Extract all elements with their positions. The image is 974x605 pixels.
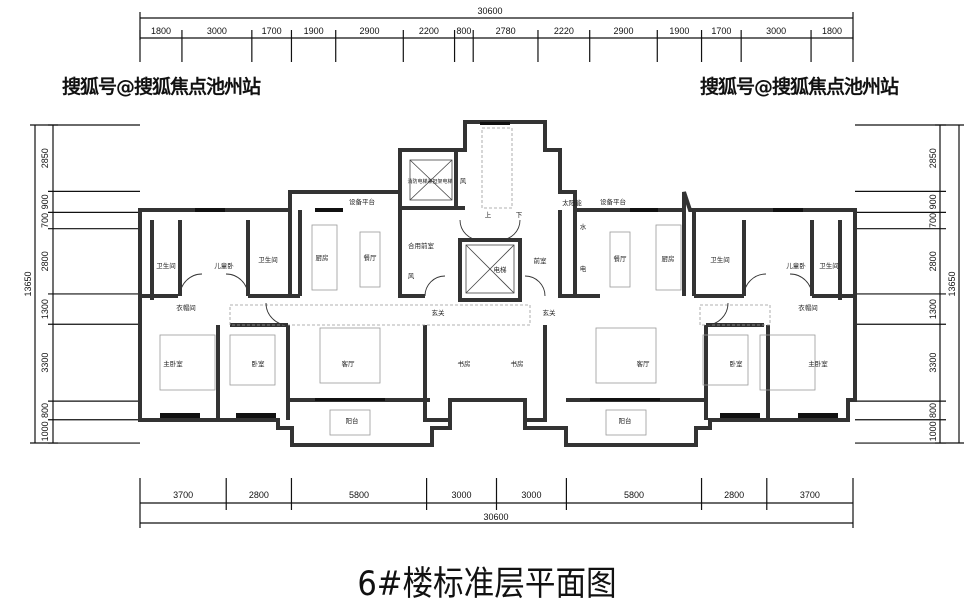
label-kitchen: 厨房 [662,254,675,263]
dimension-label: 3300 [40,353,50,373]
label-kids-room: 儿童卧 [786,261,806,270]
label-equipment-platform: 设备平台 [600,197,626,206]
label-living-room: 客厅 [637,359,651,368]
label-foyer: 玄关 [432,308,446,317]
dimension-label: 2850 [928,148,938,168]
label-air-shaft: 风 [460,177,467,185]
label-elevator: 电梯 [494,265,508,274]
dimension-label: 1300 [928,299,938,319]
dimension-label: 5800 [349,490,369,500]
dimension-label: 2780 [496,26,516,36]
windows [160,122,838,418]
dimension-label: 2220 [554,26,574,36]
label-stair-down: 下 [516,211,523,219]
dimension-label: 2800 [724,490,744,500]
room-labels-right: 设备平台 餐厅 厨房 卫生间 儿童卧 卫生间 衣帽间 客厅 卧室 主卧室 阳台 … [511,197,839,425]
dimension-label: 800 [928,403,938,418]
dimension-label: 2900 [613,26,633,36]
dimension-label: 2800 [928,251,938,271]
label-stair-up: 上 [485,210,492,219]
dimension-label: 3000 [452,490,472,500]
dimension-label: 1700 [711,26,731,36]
dimension-label: 800 [456,26,471,36]
label-foyer: 玄关 [543,308,557,317]
label-shared-lobby: 合用前室 [408,241,435,250]
drawing-title: 6#楼标准层平面图 [357,564,617,604]
label-dining: 餐厅 [614,254,628,263]
label-study: 书房 [511,359,524,368]
label-solar: 太阳能 [562,198,582,207]
label-master-bedroom: 主卧室 [808,359,828,368]
dimension-label: 3000 [766,26,786,36]
furniture [159,127,816,436]
label-kitchen: 厨房 [316,253,329,262]
dimension-total: 30600 [483,512,508,522]
dimension-total: 13650 [23,271,33,296]
dimension-label: 2800 [40,251,50,271]
dimension-label: 1300 [40,299,50,319]
label-closet: 衣帽间 [798,303,818,312]
label-closet: 衣帽间 [176,303,196,312]
label-living-room: 客厅 [342,359,356,368]
doors [179,219,813,326]
dimension-label: 3700 [173,490,193,500]
label-master-bedroom: 主卧室 [163,359,183,368]
label-bathroom: 卫生间 [258,255,278,264]
label-kids-room: 儿童卧 [214,261,234,270]
label-balcony: 阳台 [619,416,632,425]
dimension-label: 1000 [928,421,938,441]
label-lobby: 前室 [534,256,548,265]
label-bedroom: 卧室 [252,359,266,368]
dimension-lines [30,12,964,528]
walls [138,120,857,447]
dimension-label: 2900 [359,26,379,36]
dimension-label: 900 [40,194,50,209]
dimension-label: 3300 [928,353,938,373]
dimension-label: 1700 [262,26,282,36]
dimension-label: 1800 [151,26,171,36]
label-balcony: 阳台 [346,416,359,425]
dimension-label: 1900 [304,26,324,36]
dimension-total: 13650 [947,271,957,296]
dimension-labels: 30600 1800 3000 1700 1900 2900 2200 800 2780 2220… [23,6,957,522]
room-labels-core: 合用前室 消防电梯兼担架电梯 风 风 电梯 前室 太阳能 水 电 上 下 [407,177,586,280]
dimension-label: 1900 [669,26,689,36]
dimension-label: 2850 [40,148,50,168]
label-water: 水 [580,222,587,231]
label-bedroom: 卧室 [730,359,744,368]
dimension-label: 5800 [624,490,644,500]
dimension-label: 2200 [419,26,439,36]
dimension-label: 700 [928,213,938,228]
dimension-label: 3700 [800,490,820,500]
dimension-label: 800 [40,403,50,418]
room-labels-left: 设备平台 卫生间 儿童卧 卫生间 厨房 餐厅 衣帽间 主卧室 卧室 客厅 阳台 … [156,197,470,425]
dimension-label: 3000 [521,490,541,500]
dimension-label: 3000 [207,26,227,36]
label-fire-elevator: 消防电梯兼担架电梯 [407,178,452,185]
label-dining: 餐厅 [364,253,378,262]
label-power: 电 [580,264,587,273]
label-bathroom: 卫生间 [819,261,839,270]
watermark: 搜狐号@搜狐焦点池州站 [700,76,899,98]
label-bathroom: 卫生间 [710,255,730,264]
label-equipment-platform: 设备平台 [349,197,375,206]
dimension-label: 2800 [249,490,269,500]
dimension-label: 900 [928,194,938,209]
label-study: 书房 [458,359,471,368]
dimension-label: 700 [40,213,50,228]
dimension-label: 1800 [822,26,842,36]
watermark: 搜狐号@搜狐焦点池州站 [62,76,261,98]
label-air-shaft: 风 [408,272,415,280]
dimension-label: 1000 [40,421,50,441]
dimension-total: 30600 [477,6,502,16]
label-bathroom: 卫生间 [156,261,176,270]
